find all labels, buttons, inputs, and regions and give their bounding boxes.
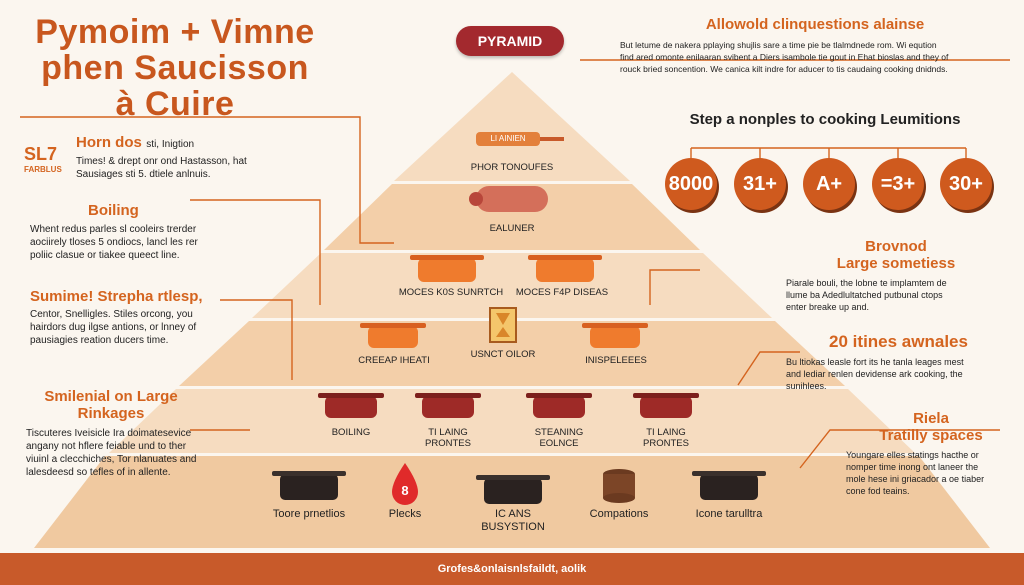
left-block-4: Smilenial on Large Rinkages Tiscuteres I…	[26, 388, 286, 479]
block-title-2: Tratilly spaces	[879, 427, 983, 444]
tier-label: TI LAING PRONTES	[643, 427, 689, 449]
stack-icon	[603, 469, 635, 503]
page-title: Pymoim + Vimne phen Saucisson à Cuire	[20, 14, 330, 122]
block-code: SL7	[24, 144, 58, 164]
base-label: Compations	[589, 508, 649, 520]
block-text: sunihlees.	[786, 381, 827, 391]
pyramid-tier-5	[109, 389, 915, 453]
tier-label: EALUNER	[489, 223, 535, 234]
right-top-block: Allowold clinquestions alainse But letum…	[620, 16, 1010, 75]
block-text: Tiscuteres Iveisicle Ira doimatesevice	[26, 428, 192, 439]
tier-label: STEANING EOLNCE	[534, 427, 584, 449]
block-title-2: Large sometiess	[836, 255, 956, 272]
pyramid-badge: PYRAMID	[456, 26, 564, 56]
block-text: enter breake up and.	[786, 302, 870, 312]
casserole-icon	[272, 471, 346, 500]
block-text: nomper time inong ont laneer the	[846, 462, 979, 472]
block-text: cone fod teains.	[846, 486, 910, 496]
right-block-2: 20 itines awnales Bu ltiokas leasle fort…	[786, 332, 1011, 392]
block-text: mole hese ini griacador a oe tiaber	[846, 474, 985, 484]
block-text: Times! & drept onr ond Hastasson, hat	[76, 156, 247, 167]
block-text: and lediar renlen devidense ark cooking,…	[786, 369, 963, 379]
step-circle: 31+	[734, 158, 786, 210]
block-title-suffix: sti, Inigtion	[146, 139, 195, 150]
block-text: Bu ltiokas leasle fort its he tanla leag…	[786, 357, 964, 367]
block-title: 20 itines awnales	[829, 332, 968, 351]
drop-number: 8	[401, 483, 409, 498]
base-label: Icone tarulltra	[695, 508, 763, 520]
pyramid-tier-4	[179, 321, 845, 386]
block-text: poliic clasue or tiakee queect line.	[30, 250, 180, 261]
block-title-2: Rinkages	[77, 405, 145, 422]
title-line-2: phen Saucisson	[41, 49, 309, 87]
base-label: Toore prnetlios	[272, 508, 346, 520]
block-text: But letume de nakera pplaying shujlis sa…	[620, 40, 937, 50]
base-label: Plecks	[388, 508, 422, 520]
tier-label: BOILING	[331, 427, 371, 438]
block-title: Horn dos	[76, 134, 142, 151]
block-text: llume ba Adedlultatched putbunal ctops	[786, 290, 943, 300]
tier-label: MOCES F4P DISEAS	[515, 287, 609, 298]
title-line-3: à Cuire	[115, 85, 235, 123]
pot-icon	[582, 323, 648, 348]
casserole-icon	[692, 471, 766, 500]
block-title: Allowold clinquestions alainse	[705, 16, 925, 33]
block-text: viuinl a clecchiches, Tor nlanuates and	[26, 454, 197, 465]
tier-label: MOCES K0S SUNRTCH	[398, 287, 504, 298]
block-title: Boiling	[88, 202, 139, 219]
pot-icon	[410, 255, 484, 282]
tier-label: USNCT OILOR	[470, 349, 536, 360]
pot-icon	[528, 255, 602, 282]
block-title: Riela	[913, 410, 949, 427]
tier-label: INISPELEEES	[585, 355, 647, 366]
pyramid-tier-1	[394, 72, 630, 181]
pot-icon	[360, 323, 426, 348]
block-title: Sumime! Strepha rtlesp,	[30, 288, 203, 305]
right-block-1: Brovnod Large sometiess Piarale bouli, t…	[786, 238, 1006, 313]
tier-label: TI LAING PRONTES	[425, 427, 471, 449]
block-text: angany not hflere feiable und to ther	[26, 441, 187, 452]
block-text: lalesdeesd so tefles of in allente.	[26, 467, 171, 478]
block-text: Whent redus parles sl cooleirs trerder	[30, 224, 197, 235]
step-circle: A+	[803, 158, 855, 210]
base-label: IC ANS BUSYSTION	[481, 508, 545, 533]
pan-label: LI AINIEN	[490, 134, 526, 143]
pot-icon	[318, 393, 384, 418]
block-text: Centor, Snelligles. Stiles orcong, you	[30, 309, 193, 320]
drop-icon	[392, 463, 418, 505]
sausage-icon	[469, 186, 548, 212]
block-title: Smilenial on Large	[44, 388, 178, 405]
block-text: hairdors dug ilgse antions, or lnney of	[30, 322, 197, 333]
tier-label: CREEAP IHEATI	[358, 355, 430, 366]
block-text: pausiagies reation ducers time.	[30, 335, 169, 346]
step-circle: 8000	[665, 158, 717, 210]
dark-pot-icon	[476, 475, 550, 504]
block-text: aociirely tloses 5 ondiocs, lancl les re…	[30, 237, 198, 248]
block-text: Sausiages sti 5. dtiele anlnuis.	[76, 169, 211, 180]
block-subcode: FARBLUS	[24, 165, 62, 174]
block-text: rouck bried soncention. We canica kilt i…	[620, 64, 948, 74]
pot-icon	[415, 393, 481, 418]
step-circle: 30+	[940, 158, 992, 210]
title-line-1: Pymoim + Vimne	[35, 13, 315, 51]
tier-label: PHOR TONOUFES	[470, 162, 554, 173]
right-block-3: Riela Tratilly spaces Youngare elles sta…	[846, 410, 1016, 497]
footer: Grofes&onlaisnlsfaildt, aolik	[0, 553, 1024, 585]
block-text: Youngare elles statings hacthe or	[846, 450, 979, 460]
left-block-3: Sumime! Strepha rtlesp, Centor, Snelligl…	[30, 288, 290, 347]
pyramid-tier-2	[324, 184, 700, 250]
pan-icon	[476, 132, 564, 146]
left-block-2: Boiling Whent redus parles sl cooleirs t…	[30, 202, 290, 262]
pot-icon	[526, 393, 592, 418]
pot-icon	[633, 393, 699, 418]
block-text: find ared omonte enilaaran svibent a Die…	[620, 52, 949, 62]
block-text: Piarale bouli, the lobne te implamtem de	[786, 278, 947, 288]
step-circle: =3+	[872, 158, 924, 210]
steps-title: Step a nonples to cooking Leumitions	[689, 111, 961, 128]
block-title: Brovnod	[865, 238, 927, 255]
pyramid-tier-3	[252, 253, 772, 318]
hourglass-icon	[489, 307, 517, 343]
